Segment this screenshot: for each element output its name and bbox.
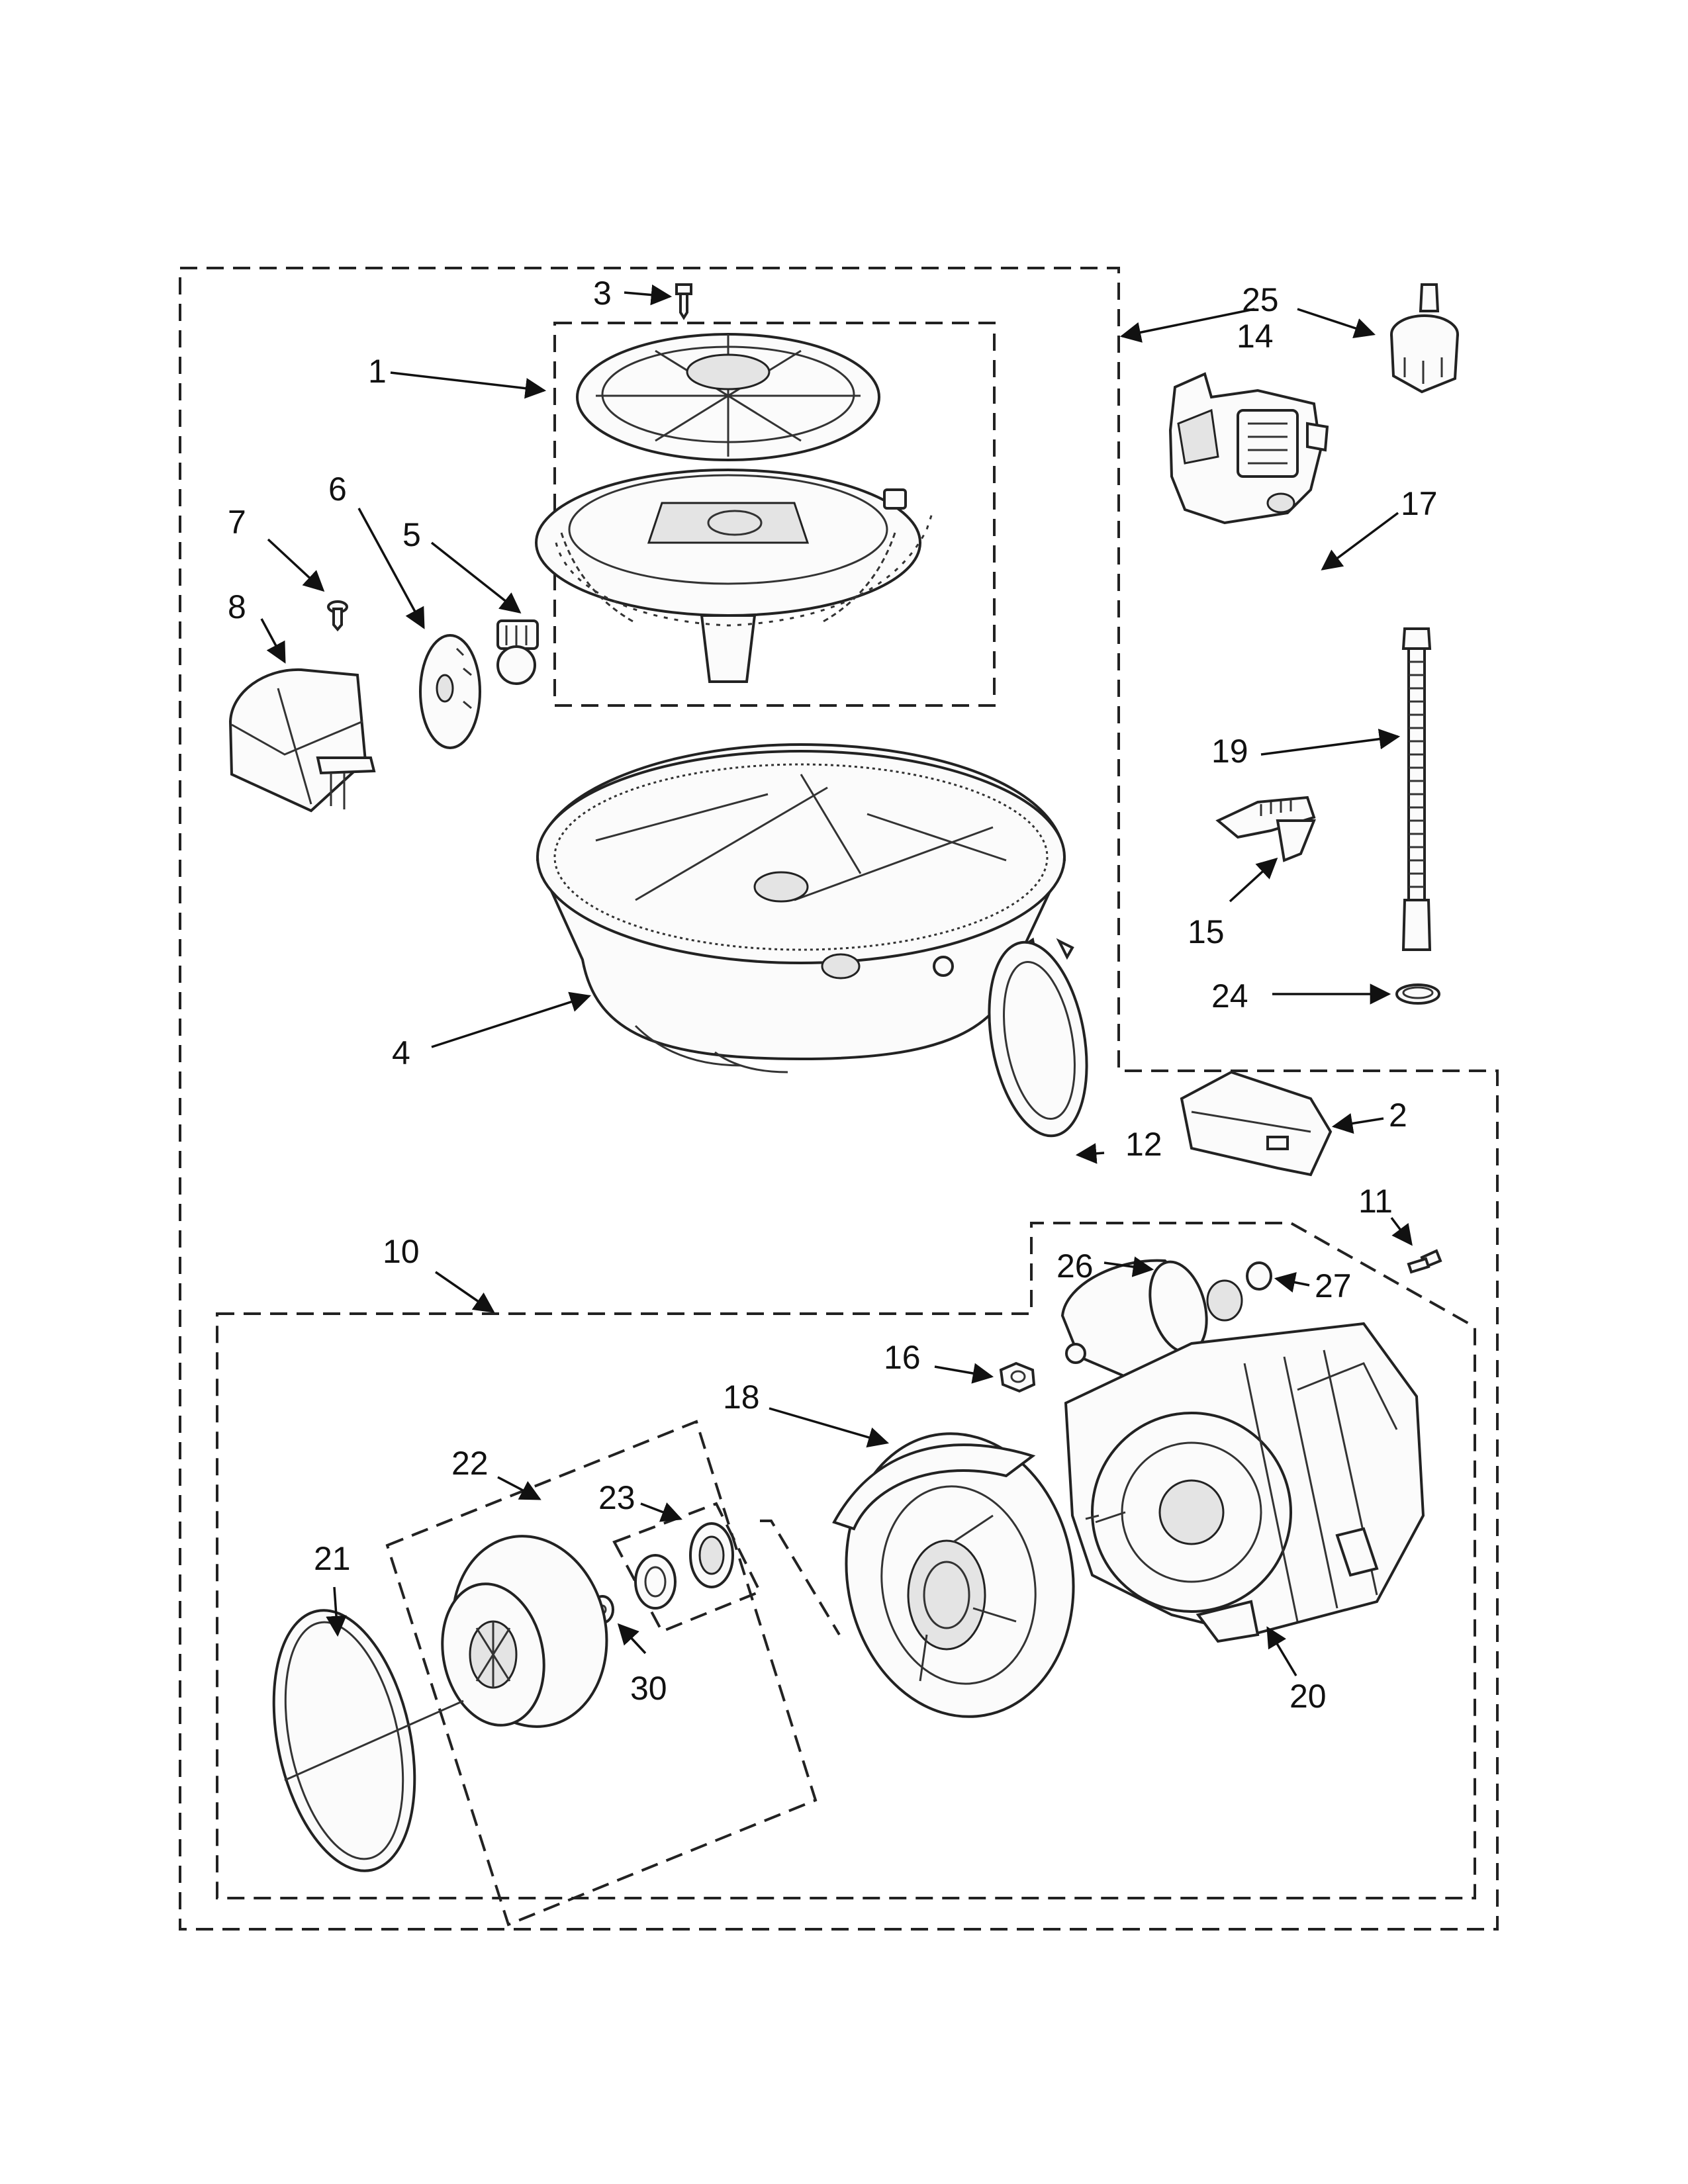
callout-14[interactable]: 14 xyxy=(1237,318,1274,355)
drain-hose[interactable] xyxy=(1401,627,1432,951)
callout-17[interactable]: 17 xyxy=(1401,485,1438,522)
wash-motor[interactable] xyxy=(1064,1322,1425,1643)
callout-8[interactable]: 8 xyxy=(228,588,246,625)
callout-24[interactable]: 24 xyxy=(1211,978,1248,1015)
sump-gasket[interactable] xyxy=(975,934,1100,1144)
callout-4[interactable]: 4 xyxy=(392,1034,410,1071)
callout-5[interactable]: 5 xyxy=(402,516,421,553)
spray-arm[interactable] xyxy=(576,333,880,461)
spray-arm-manifold[interactable] xyxy=(535,469,935,683)
pump-gasket[interactable] xyxy=(252,1598,464,1884)
callout-2[interactable]: 2 xyxy=(1389,1097,1407,1134)
callout-16[interactable]: 16 xyxy=(884,1339,921,1376)
pump-housing[interactable] xyxy=(824,1416,1096,1735)
callout-21[interactable]: 21 xyxy=(314,1540,351,1577)
callout-6[interactable]: 6 xyxy=(328,471,347,508)
main-assembly-boundary xyxy=(179,267,1499,1931)
hose-clamp[interactable] xyxy=(1395,983,1440,1005)
callout-30[interactable]: 30 xyxy=(630,1670,667,1707)
callout-7[interactable]: 7 xyxy=(228,504,246,541)
washer-27[interactable] xyxy=(1246,1261,1272,1291)
callout-19[interactable]: 19 xyxy=(1211,733,1248,770)
callout-15[interactable]: 15 xyxy=(1188,913,1225,950)
callout-3[interactable]: 3 xyxy=(593,275,612,312)
diverter-motor[interactable] xyxy=(228,668,376,813)
screw-3[interactable] xyxy=(675,283,692,320)
callout-18[interactable]: 18 xyxy=(723,1379,760,1416)
screw-7[interactable] xyxy=(327,600,348,632)
hose-clip[interactable] xyxy=(1215,796,1316,862)
diverter-disc[interactable] xyxy=(419,634,481,749)
pump-seal[interactable] xyxy=(634,1522,734,1610)
callout-12[interactable]: 12 xyxy=(1125,1126,1162,1163)
callout-25[interactable]: 25 xyxy=(1242,281,1279,318)
motor-cover[interactable] xyxy=(1180,1070,1333,1177)
nut-16[interactable] xyxy=(999,1361,1036,1393)
callout-labels: 1 2 3 4 5 6 7 8 10 11 12 14 15 16 17 18 … xyxy=(228,275,1438,1715)
diverter-seal[interactable] xyxy=(496,619,539,685)
motor-capacitor[interactable] xyxy=(1060,1255,1243,1379)
spray-arm-group-boundary xyxy=(553,322,996,707)
seal-group-boundary xyxy=(612,1502,762,1633)
callout-22[interactable]: 22 xyxy=(451,1445,489,1482)
seal-connector xyxy=(760,1520,841,1636)
screw-11[interactable] xyxy=(1407,1249,1442,1274)
pump-assembly-boundary xyxy=(216,1222,1476,1899)
callout-20[interactable]: 20 xyxy=(1289,1678,1327,1715)
leader-lines xyxy=(260,284,1413,1676)
callout-11[interactable]: 11 xyxy=(1358,1183,1393,1220)
callout-23[interactable]: 23 xyxy=(598,1479,635,1516)
sump[interactable] xyxy=(536,743,1066,1073)
callout-10[interactable]: 10 xyxy=(383,1233,420,1270)
float-switch[interactable] xyxy=(1390,283,1459,394)
callout-26[interactable]: 26 xyxy=(1056,1248,1094,1285)
impeller-group-boundary xyxy=(385,1420,818,1927)
impeller[interactable] xyxy=(430,1522,624,1741)
callout-27[interactable]: 27 xyxy=(1315,1267,1352,1304)
drain-pump[interactable] xyxy=(1168,372,1329,525)
callout-1[interactable]: 1 xyxy=(368,353,387,390)
